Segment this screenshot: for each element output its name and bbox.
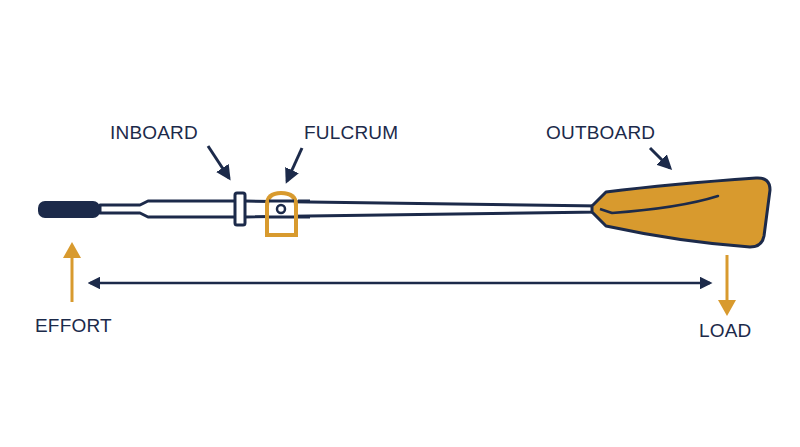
shaft-edge [298,216,310,219]
oarlock-fulcrum [265,191,298,237]
effort-arrowhead [63,242,81,258]
leader-arrow [650,148,670,168]
oar-blade [592,178,770,247]
oarlock-inner [269,195,294,233]
shaft-edge [298,200,310,203]
part-label: INBOARD [110,123,198,142]
load-arrowhead [718,300,736,316]
force-label: LOAD [699,321,752,340]
part-label: OUTBOARD [546,123,655,142]
blade-spine [612,196,718,213]
oarlock-pin [277,205,285,213]
shaft-edge [269,200,294,203]
length-arrow [90,282,710,285]
blade-neck [600,209,612,213]
oar-collar [235,193,245,225]
leader-arrow [287,148,302,181]
oar-shaft [100,201,600,217]
part-label: FULCRUM [304,123,398,142]
leader-arrow [208,146,229,178]
shaft-edge [269,216,294,219]
oar-handle [38,201,100,218]
effort-arrow [71,256,74,302]
force-label: EFFORT [35,316,112,335]
load-arrow [726,255,729,302]
